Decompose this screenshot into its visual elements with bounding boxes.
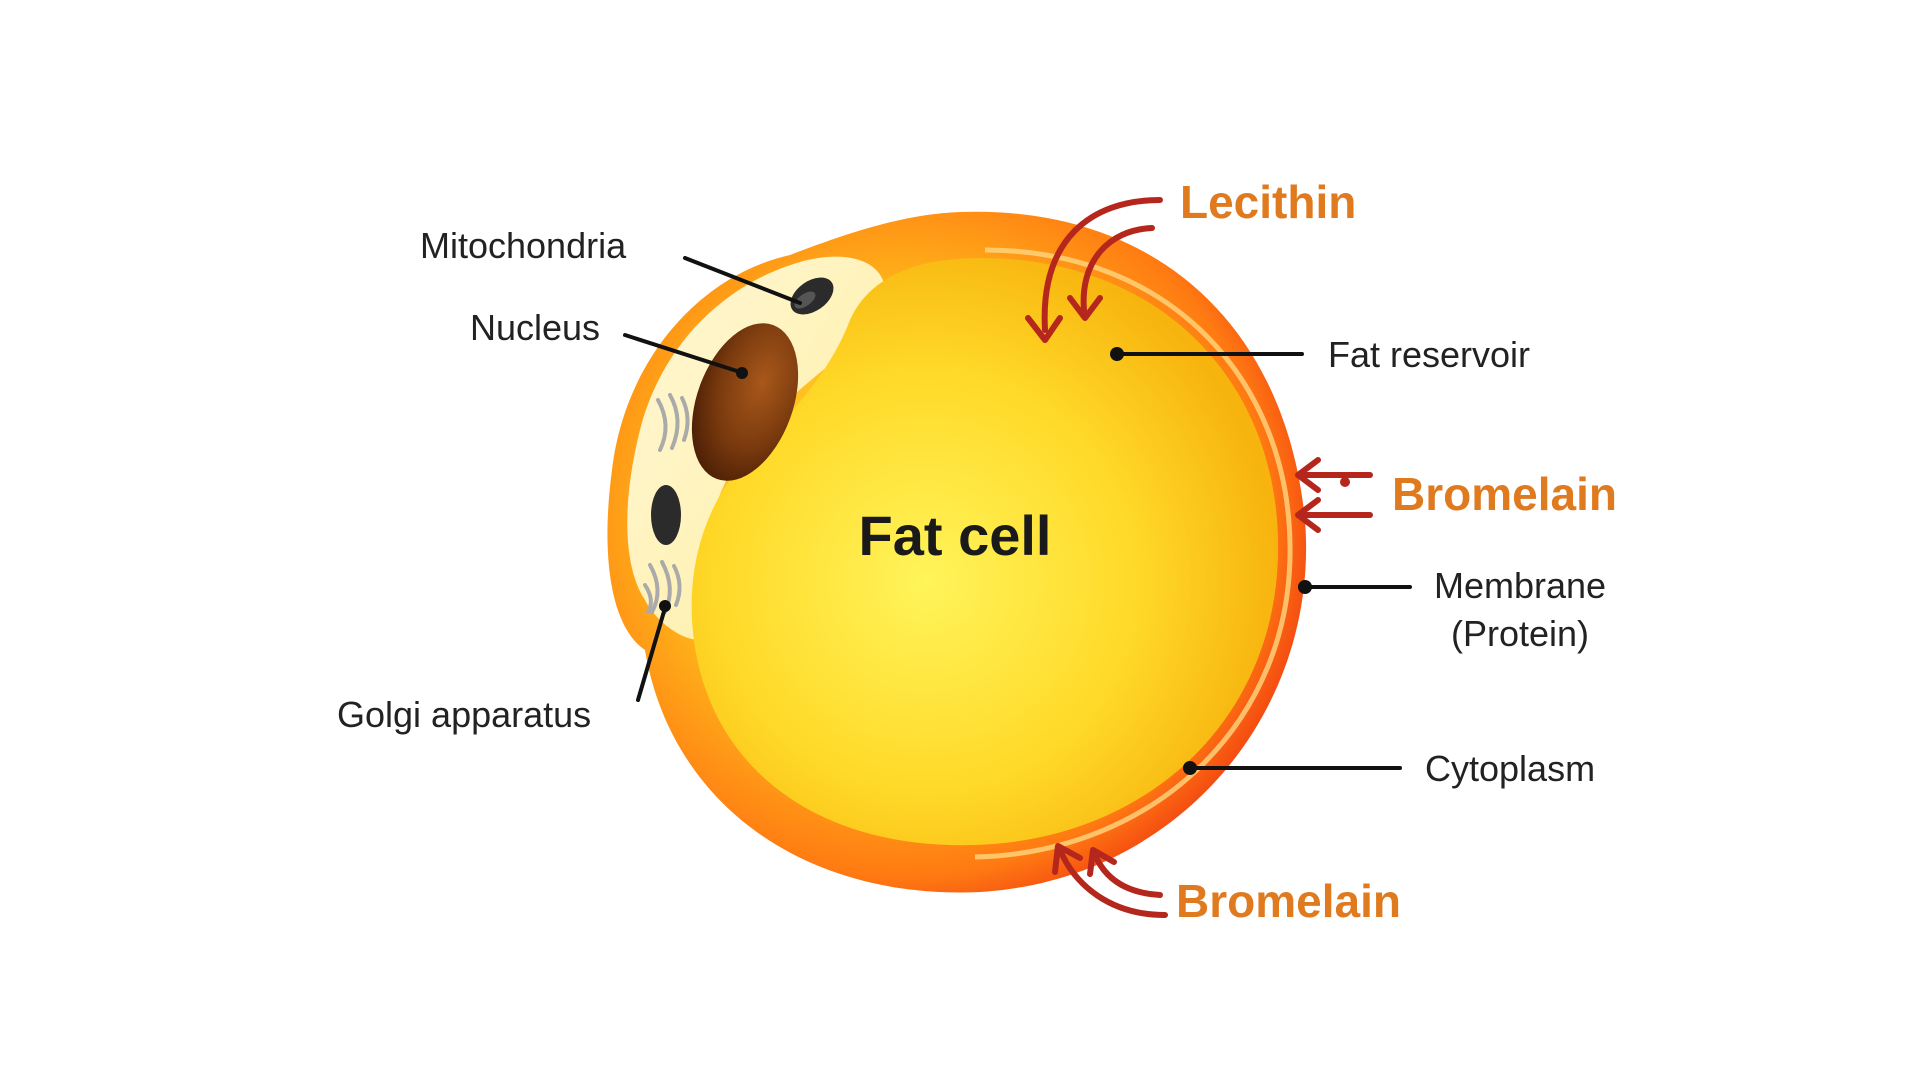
bromelain-bottom-label: Bromelain	[1176, 875, 1401, 927]
bromelain-bottom-arrowhead-2	[1087, 847, 1117, 877]
golgi-leader-dot	[659, 600, 671, 612]
mitochondria-organelle-side	[651, 485, 681, 545]
cytoplasm-rim	[974, 247, 1293, 860]
membrane-leader-dot	[1298, 580, 1312, 594]
bromelain-bottom-arrow-2	[1092, 852, 1163, 898]
mitochondria-label: Mitochondria	[420, 225, 627, 266]
fat-reservoir	[691, 258, 1279, 846]
cytoplasm-label: Cytoplasm	[1425, 748, 1595, 789]
lecithin-arrow-1	[1041, 197, 1163, 333]
fat-reservoir-label: Fat reservoir	[1328, 334, 1530, 375]
lecithin-arrow-2	[1080, 225, 1155, 313]
nucleus-label: Nucleus	[470, 307, 600, 348]
golgi-apparatus-upper	[656, 393, 690, 452]
bromelain-side-arrowhead-1	[1295, 457, 1321, 493]
cytoplasm-leader-dot	[1183, 761, 1197, 775]
bromelain-side-arrows	[1295, 457, 1373, 533]
lecithin-arrowhead-2	[1067, 295, 1103, 321]
golgi-label: Golgi apparatus	[337, 694, 591, 735]
bromelain-bottom-arrow-1	[1057, 847, 1168, 918]
membrane-label-line1: Membrane	[1434, 565, 1606, 606]
membrane-label-line2: (Protein)	[1451, 613, 1589, 654]
lecithin-label: Lecithin	[1180, 176, 1356, 228]
cytoplasm-region	[627, 256, 886, 640]
golgi-leader	[636, 606, 667, 702]
lecithin-arrowhead-1	[1025, 315, 1063, 343]
lecithin-arrows	[1025, 197, 1163, 343]
diagram-title: Fat cell	[859, 504, 1052, 567]
fat-reservoir-leader-dot	[1110, 347, 1124, 361]
nucleus-organelle	[691, 323, 799, 481]
bromelain-side-arrowhead-2	[1295, 497, 1321, 533]
mitochondria-leader	[683, 256, 802, 305]
nucleus-leader-dot	[736, 367, 748, 379]
bromelain-bottom-arrows	[1052, 843, 1168, 918]
bromelain-side-dot	[1340, 477, 1350, 487]
bromelain-side-label: Bromelain	[1392, 468, 1617, 520]
bromelain-bottom-arrowhead-1	[1052, 843, 1083, 875]
nucleus-leader	[623, 333, 742, 374]
